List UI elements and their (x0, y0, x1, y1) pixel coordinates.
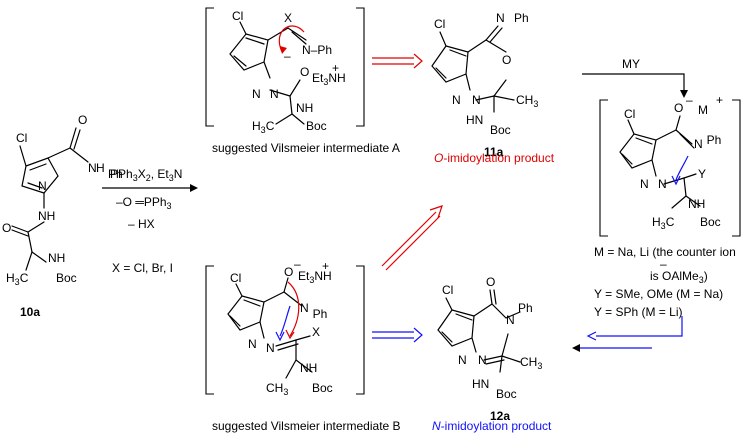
atom-n-ring: N (640, 177, 649, 191)
atom-hn: HN (466, 113, 483, 127)
label-n-imidoylation: N-imidoylation product (432, 419, 552, 433)
x-definition: X = Cl, Br, I (112, 261, 173, 275)
atom-o: O (486, 275, 495, 289)
byproduct-ph3po: –O ═PPh3 (116, 195, 172, 211)
arrow-step1: PPh3X2, Et3N –O ═PPh3 – HX X = Cl, Br, I (102, 167, 198, 275)
label-intermediate-B: suggested Vilsmeier intermediate B (212, 419, 401, 433)
compound-11a: Cl N Ph O N N CH3 HN Boc 11a O-imidoylat… (431, 11, 555, 165)
atom-n-ring: N (452, 93, 461, 107)
label-o-imidoylation: O-imidoylation product (434, 151, 555, 165)
atom-ch3: CH3 (266, 381, 288, 397)
atom-ch3: CH3 (520, 355, 542, 371)
charge-plus: + (716, 93, 723, 107)
condition-y2: Y = SPh (M = Li) (594, 305, 682, 319)
atom-o: O (78, 113, 87, 127)
atom-h: H (96, 161, 105, 175)
compound-10a: Cl O N H Ph N NH O NH H3C Boc 10a (2, 113, 123, 319)
arrow-11a-to-C: MY (582, 57, 688, 98)
condition-y1: Y = SMe, OMe (M = Na) (594, 287, 723, 301)
atom-et3nh: Et3NH (298, 269, 332, 285)
arrow-C-to-12a (572, 316, 683, 352)
atom-h3c: H3C (252, 119, 275, 135)
atom-cl: Cl (230, 271, 241, 285)
atom-n-imine: N (270, 87, 279, 101)
atom-ch3: CH3 (516, 93, 538, 109)
atom-nh: NH (688, 197, 705, 211)
atom-x: X (284, 11, 292, 25)
atom-nh: NH (48, 251, 65, 265)
conditions-block: M = Na, Li (the counter ion – is OAlMe3)… (594, 245, 736, 319)
condition-counter-charge: – (660, 257, 667, 271)
atom-cl: Cl (624, 107, 635, 121)
atom-ph: Ph (108, 167, 123, 181)
arrow-B-to-12a (372, 327, 423, 343)
condition-m-2: is OAlMe3) (650, 269, 708, 285)
charge-minus: – (686, 93, 693, 107)
reagent-my: MY (622, 57, 640, 71)
atom-h3c: H3C (6, 271, 29, 287)
atom-boc: Boc (56, 271, 77, 285)
arrow-A-to-11a (372, 53, 423, 69)
atom-boc: Boc (700, 215, 721, 229)
atom-boc: Boc (496, 387, 517, 401)
atom-ph: Ph (514, 11, 529, 25)
charge-plus: + (322, 259, 329, 273)
atom-o: O (300, 65, 309, 79)
condition-m: M = Na, Li (the counter ion (594, 245, 736, 259)
atom-n-ring2: N (658, 177, 667, 191)
atom-n-imine: N (496, 11, 505, 25)
atom-x: X (312, 325, 320, 339)
atom-n-ring2: N (478, 353, 487, 367)
atom-h3c: H3C (652, 215, 675, 231)
label-12a: 12a (490, 409, 510, 423)
atom-ph: Ph (518, 301, 533, 315)
atom-et3nh: Et3NH (312, 71, 346, 87)
atom-nh-hydrazide: NH (38, 209, 55, 223)
charge-plus: + (332, 61, 339, 75)
byproduct-hx: – HX (128, 217, 155, 231)
charge-minus: – (294, 257, 301, 271)
charge-minus: – (284, 49, 291, 63)
reagent-pph3x2: PPh3X2, Et3N (110, 167, 182, 183)
atom-m: M (698, 103, 708, 117)
atom-o: O (284, 265, 293, 279)
label-10a: 10a (20, 305, 40, 319)
atom-n-ring2: N (472, 93, 481, 107)
label-intermediate-A: suggested Vilsmeier intermediate A (212, 141, 400, 155)
atom-n-ring: N (248, 337, 257, 351)
atom-cl: Cl (442, 283, 453, 297)
atom-nph: N–Ph (302, 43, 332, 57)
atom-cl: Cl (16, 131, 27, 145)
atom-n-ring: N (458, 353, 467, 367)
atom-hn: HN (472, 377, 489, 391)
intermediate-A: Cl X N–Ph – + Et3NH N N O NH H3C Boc sug… (205, 7, 400, 155)
atom-boc: Boc (312, 381, 333, 395)
atom-o: O (2, 221, 11, 235)
label-11a: 11a (484, 145, 504, 159)
atom-n-imine: N (266, 341, 275, 355)
atom-o: O (674, 101, 683, 115)
atom-nh: N (88, 161, 97, 175)
atom-n-ring: N (252, 87, 261, 101)
atom-y: Y (698, 167, 706, 181)
atom-nh: NH (296, 101, 313, 115)
atom-n: N (506, 313, 515, 327)
arrow-B-to-11a (381, 205, 443, 271)
atom-boc: Boc (306, 119, 327, 133)
atom-cl: Cl (434, 17, 445, 31)
atom-boc: Boc (490, 123, 511, 137)
compound-12a: Cl O N Ph N N CH3 HN Boc 12a N-imidoylat… (432, 275, 552, 433)
atom-nh: NH (300, 361, 317, 375)
atom-n-ring: N (38, 179, 47, 193)
atom-cl: Cl (232, 9, 243, 23)
atom-o-ring: O (502, 53, 511, 67)
